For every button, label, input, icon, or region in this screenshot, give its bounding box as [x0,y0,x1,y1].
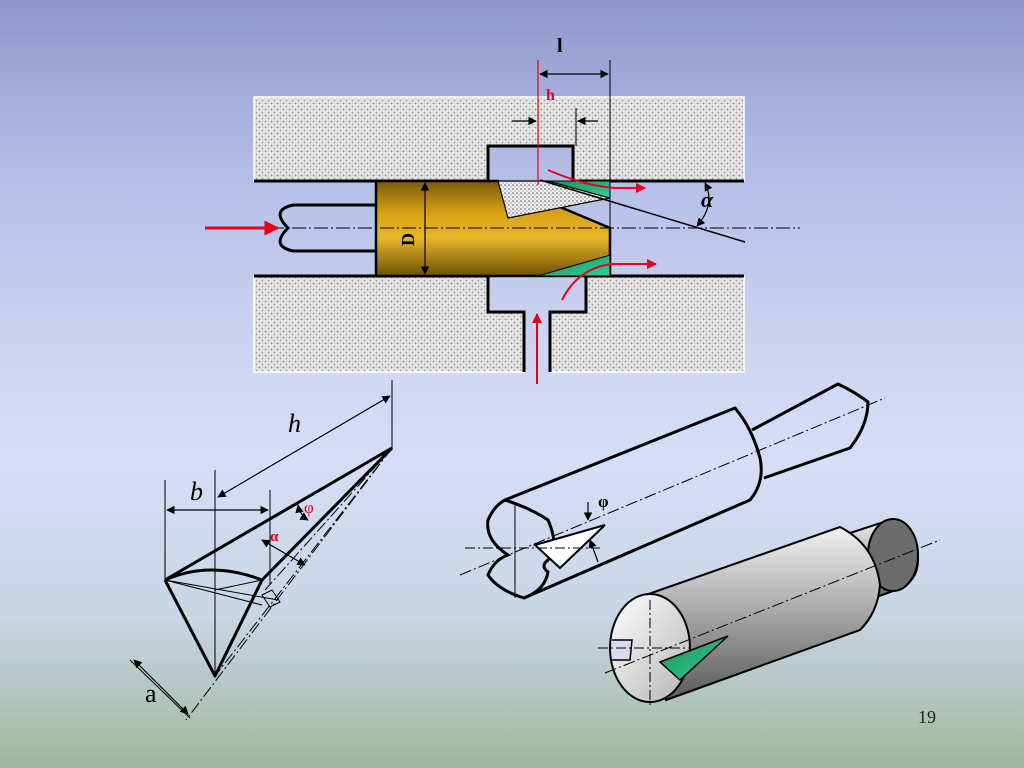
drill-body-outline [504,406,763,600]
left-h-label: h [288,409,301,438]
top-D-label: D [398,233,418,246]
left-a-label: a [145,679,157,708]
drill-wireframe [459,382,886,600]
top-l-label: l [557,35,563,57]
flow-arrow-lower [561,259,657,301]
top-h-label: h [546,87,555,104]
right-phi-label: φ [598,492,609,511]
top-cross-section: α D l h [205,35,800,384]
upper-rock-block [253,96,745,182]
left-phi-label: φ [304,498,314,517]
left-cutter-geometry [129,380,394,721]
flow-arrow-upper [547,169,646,193]
left-alpha-label: α [270,529,279,545]
page-number: 19 [918,707,936,727]
drill-end-face [486,498,556,600]
left-b-label: b [190,477,203,506]
top-alpha-label: α [701,187,714,212]
drill-shank-outline [751,382,870,480]
lower-rock-block [253,275,525,373]
drill-3d-render [598,518,941,705]
lower-rock-block-right [549,275,745,373]
drill-3d-insert [658,635,729,682]
